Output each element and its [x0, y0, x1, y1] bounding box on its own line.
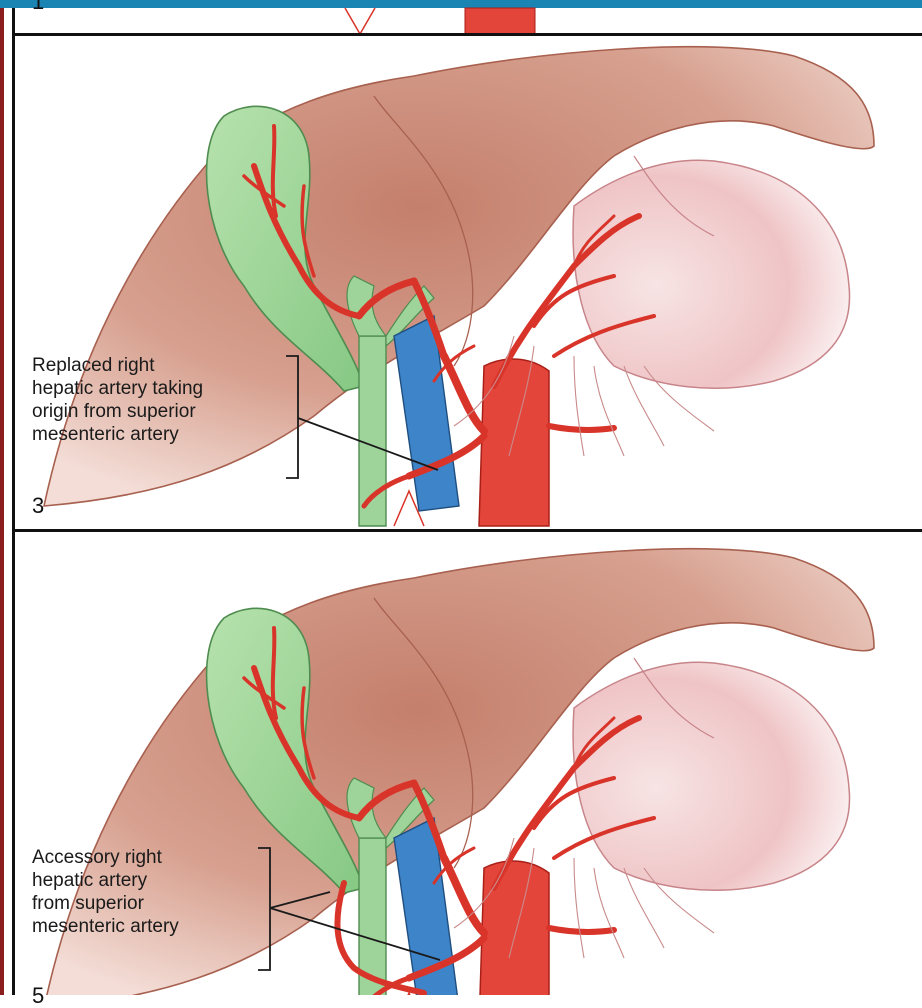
- panel-5-label: Accessory right hepatic artery from supe…: [32, 846, 179, 938]
- panel-3-art: [44, 47, 874, 526]
- panel-3-number: 3: [32, 494, 44, 518]
- panel-3-label: Replaced right hepatic artery taking ori…: [32, 354, 203, 446]
- panel-left-border: [12, 8, 15, 995]
- panel-divider-middle: [14, 529, 922, 532]
- panel-1-art-fragment: [345, 8, 535, 34]
- panel-divider-top: [14, 33, 922, 36]
- panel-1-number: 1: [32, 0, 44, 14]
- panel-5-number: 5: [32, 984, 44, 1008]
